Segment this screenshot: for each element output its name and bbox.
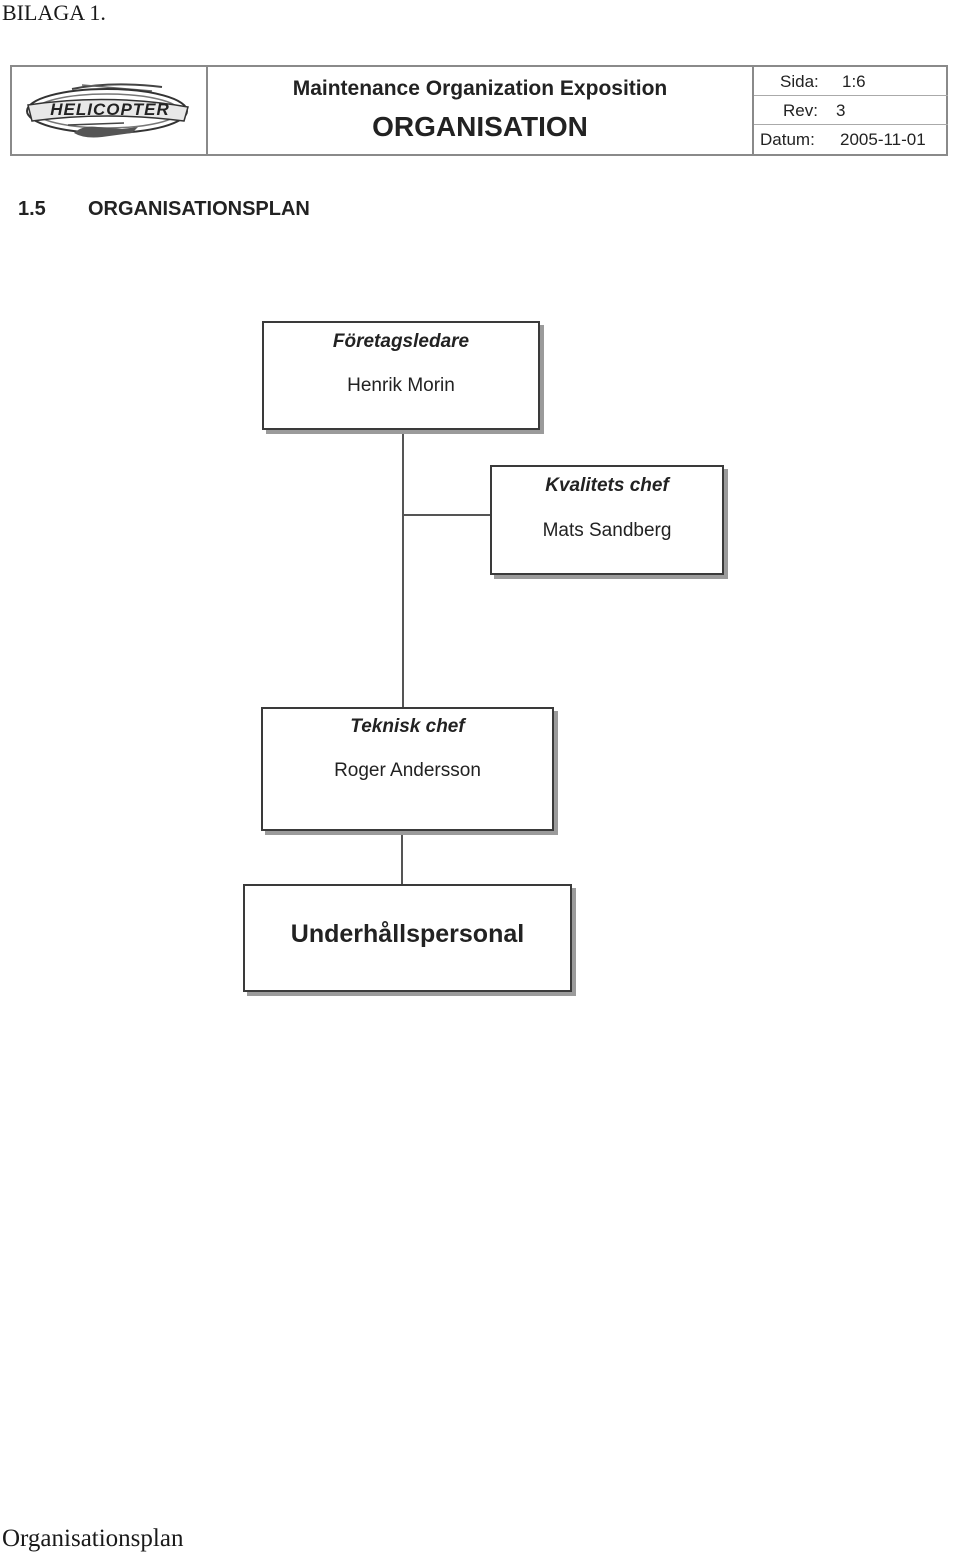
org-group-label: Underhållspersonal [290,920,525,948]
org-person: Roger Andersson [334,760,481,781]
org-role: Teknisk chef [350,716,465,737]
logo-text: HELICOPTER [50,100,170,119]
meta-value: 1:6 [842,72,866,91]
connector-line [401,834,403,884]
meta-value: 3 [836,101,846,120]
org-box-quality: Kvalitets chef Mats Sandberg [490,465,724,575]
meta-row-page: Sida: 1:6 [754,67,948,96]
meta-label: Rev: [783,101,818,120]
org-person: Henrik Morin [347,375,455,396]
meta-value: 2005-11-01 [840,130,926,149]
caption: Organisationsplan [2,1525,184,1552]
org-box-technical: Teknisk chef Roger Andersson [261,707,554,831]
helicopter-logo [26,83,189,138]
meta-label: Sida: [780,72,819,91]
title-cell: Maintenance Organization Exposition ORGA… [208,67,754,154]
connector-line [402,514,492,516]
document-title: Maintenance Organization Exposition [292,77,668,100]
org-role: Kvalitets chef [545,475,669,496]
attachment-label: BILAGA 1. [2,0,106,25]
connector-line [402,432,404,708]
meta-label: Datum: [760,130,815,149]
section-title: ORGANISATIONSPLAN [88,198,310,220]
org-role: Företagsledare [332,331,470,352]
org-box-ceo: Företagsledare Henrik Morin [262,321,540,430]
document-subtitle: ORGANISATION [372,111,588,142]
org-box-staff: Underhållspersonal [243,884,572,992]
meta-row-revision: Rev: 3 [754,96,948,125]
logo-cell: HELICOPTER [12,67,208,154]
org-person: Mats Sandberg [542,520,672,541]
section-number: 1.5 [18,198,46,220]
meta-cell: Sida: 1:6 Rev: 3 Datum: 2005-11-01 [754,67,948,154]
document-header: HELICOPTER Maintenance Organization Expo… [10,65,948,156]
meta-row-date: Datum: 2005-11-01 [754,125,948,154]
